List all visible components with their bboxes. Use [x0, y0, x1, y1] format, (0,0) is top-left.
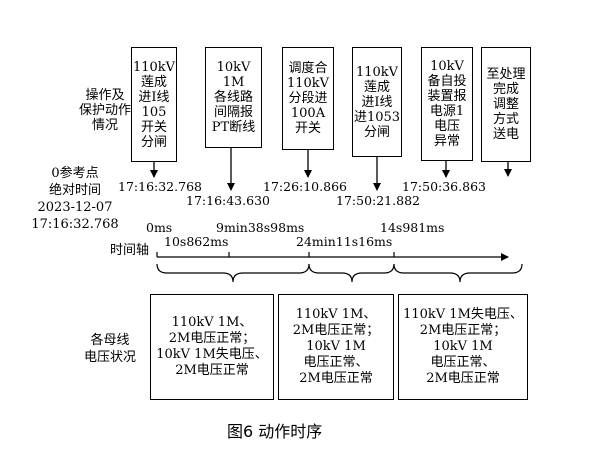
event-box-1: 110kV 莲成 进Ⅰ线 105 开关 分闸 [131, 47, 177, 162]
figure-caption: 图6 动作时序 [227, 422, 323, 441]
absolute-time-4: 17:50:21.882 [336, 193, 420, 208]
brace-3 [393, 263, 523, 283]
voltage-state-box-1: 110kV 1M、 2M电压正常； 10kV 1M失电压、 2M电压正常 [150, 294, 274, 400]
absolute-time-1: 17:16:32.768 [118, 179, 202, 194]
absolute-time-5: 17:50:36.863 [402, 179, 486, 194]
absolute-time-3: 17:26:10.866 [263, 179, 347, 194]
label-time-axis: 时间轴 [110, 243, 150, 258]
event-box-5: 10kV 备自投 装置报 电源1 电压 异常 [421, 47, 473, 161]
voltage-state-box-2: 110kV 1M、 2M电压正常； 10kV 1M 电压正常、 2M电压正常 [278, 294, 394, 400]
relative-time-5: 14s981ms [380, 220, 445, 235]
brace-2 [308, 263, 395, 283]
event-box-6: 至处理 完成 调整 方式 送电 [481, 47, 531, 162]
brace-1 [156, 263, 310, 283]
label-reference-point: 0参考点 绝对时间 2023-12-07 17:16:32.768 [31, 166, 119, 232]
relative-time-3: 9min38s98ms [216, 220, 305, 235]
event-box-2: 10kV 1M 各线路 间隔报 PT断线 [205, 47, 262, 148]
event-box-4: 110kV 莲成 进Ⅰ线 进1053 分闸 [352, 47, 402, 157]
label-bus-voltage: 各母线 电压状况 [83, 333, 136, 365]
relative-time-4: 24min11s16ms [296, 234, 393, 249]
absolute-time-2: 17:16:43.630 [186, 193, 270, 208]
relative-time-2: 10s862ms [164, 234, 229, 249]
relative-time-1: 0ms [146, 220, 173, 235]
label-operation: 操作及 保护动作 情况 [78, 88, 131, 133]
event-box-3: 调度合 110kV 分段进 100A 开关 [282, 47, 334, 150]
voltage-state-box-3: 110kV 1M失电压、 2M电压正常； 10kV 1M 电压正常、 2M电压正… [398, 294, 528, 400]
axis-ticks [156, 252, 395, 257]
